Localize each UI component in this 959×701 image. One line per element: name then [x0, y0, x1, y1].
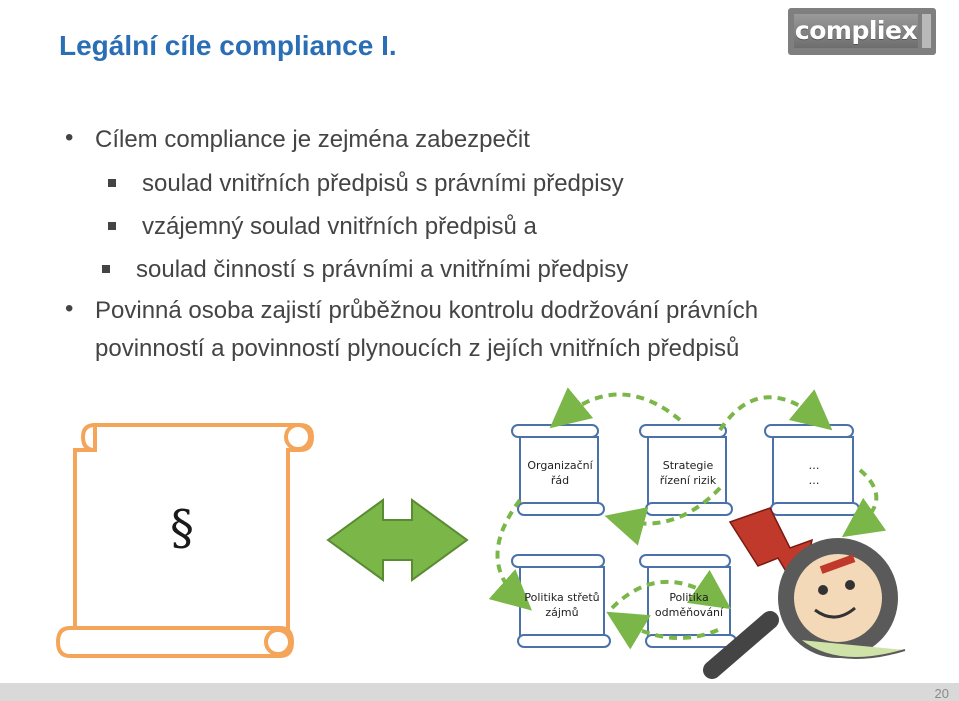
doc-label-line2: zájmů: [545, 606, 579, 619]
logo-text: compliex: [794, 14, 918, 48]
doc-label-line1: Organizační: [527, 459, 593, 472]
double-arrow-icon: [326, 498, 469, 582]
doc-label-line2: odměňování: [654, 606, 724, 619]
page-number: 20: [934, 686, 949, 701]
bullet-2-continuation: povinností a povinností plynoucích z jej…: [95, 335, 740, 362]
logo: compliex: [788, 8, 936, 55]
slide-title: Legální cíle compliance I.: [59, 30, 397, 61]
bullet-2: Povinná osoba zajistí průběžnou kontrolu…: [65, 295, 758, 325]
doc-label-line1: …: [808, 459, 820, 472]
paragraph-scroll-icon: [55, 423, 315, 658]
doc-label-politika-stretu: Politika střetů zájmů: [520, 590, 604, 620]
footer-bar: [0, 683, 959, 701]
sub-bullet-3: soulad činností s právními a vnitřními p…: [101, 256, 629, 283]
document-scroll-strategie: [639, 424, 733, 516]
sub-bullet-1: soulad vnitřních předpisů s právními pře…: [108, 170, 624, 197]
doc-label-line1: Strategie: [662, 459, 714, 472]
doc-label-politika-odmenovani: Politika odměňování: [648, 590, 730, 620]
doc-label-other: … …: [776, 458, 852, 488]
doc-label-line1: Politika střetů: [524, 591, 600, 604]
bullet-1: Cílem compliance je zejména zabezpečit: [65, 124, 530, 154]
doc-label-organizacni-rad: Organizační řád: [522, 458, 598, 488]
magnifier-icon: [703, 538, 906, 679]
document-scroll-politika-stretu: [511, 554, 611, 648]
dashed-arrows: [488, 387, 887, 650]
doc-label-line1: Politika: [669, 591, 709, 604]
logo-square: [922, 14, 931, 48]
sub-bullet-2: vzájemný soulad vnitřních předpisů a: [108, 213, 537, 240]
paragraph-symbol: §: [170, 500, 194, 556]
doc-label-strategie: Strategie řízení rizik: [650, 458, 726, 488]
doc-label-line2: řízení rizik: [659, 474, 717, 487]
doc-label-line2: …: [808, 474, 820, 487]
doc-label-line2: řád: [550, 474, 570, 487]
